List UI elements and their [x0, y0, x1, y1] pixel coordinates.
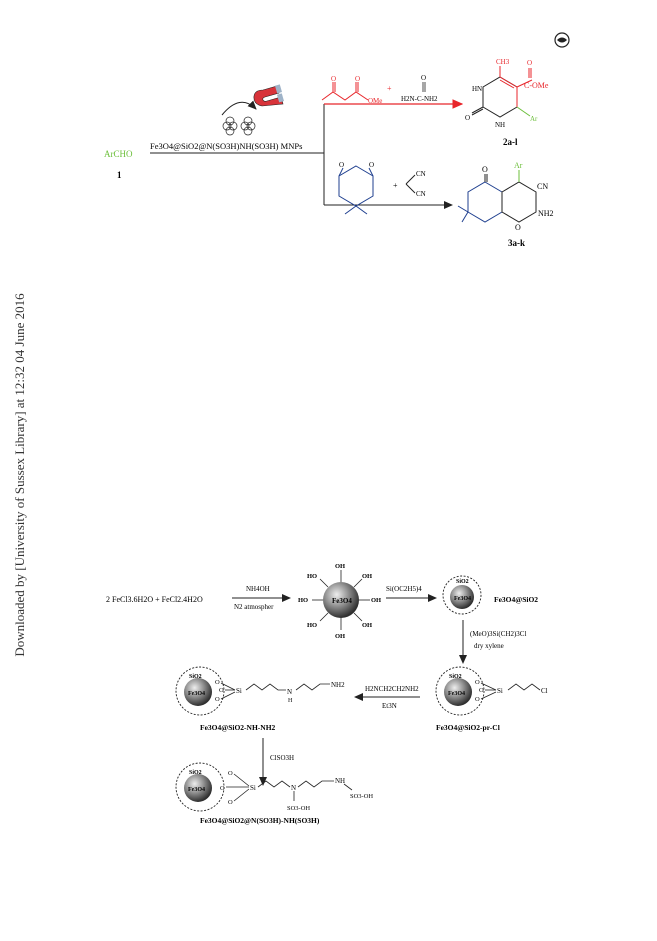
product2-nh: NH: [495, 121, 505, 129]
svg-text:HO: HO: [307, 573, 317, 580]
catalyst-label: Fe3O4@SiO2@N(SO3H)NH(SO3H) MNPs: [150, 141, 302, 151]
fe3o4-sio2-pr-cl-particle: SiO2 Fe3O4 O O O Si Cl: [435, 666, 548, 716]
svg-text:O: O: [228, 770, 233, 777]
final-catalyst-particle: SiO2 Fe3O4 O O O Si N SO3-OH NH SO3-OH: [175, 762, 373, 812]
svg-text:HO: HO: [307, 622, 317, 629]
product3-nh2: NH2: [331, 681, 345, 689]
svg-text:SiO2: SiO2: [456, 579, 469, 585]
product4-so3h-a: SO3-OH: [287, 805, 310, 812]
product3-nh2: NH2: [538, 209, 554, 218]
product3-cn: CN: [537, 182, 548, 191]
product3-n: N: [287, 688, 292, 696]
step1-above: NH4OH: [246, 585, 270, 593]
chromene-product-structure: [457, 170, 537, 223]
product3-o: O: [482, 165, 488, 174]
svg-text:Fe3O4: Fe3O4: [448, 691, 465, 697]
step1-below: N2 atmospher: [234, 603, 274, 611]
magnet-icon: [253, 84, 284, 107]
dimedone-o1: O: [339, 161, 344, 169]
start-reagents: 2 FeCl3.6H2O + FeCl2.4H2O: [106, 595, 203, 604]
product2-label: Fe3O4@SiO2-pr-Cl: [436, 723, 500, 732]
svg-text:OH: OH: [362, 573, 372, 580]
svg-text:HO: HO: [298, 597, 308, 604]
product2-label: 2a-l: [503, 137, 518, 147]
product4-label: Fe3O4@SiO2@N(SO3H)-NH(SO3H): [200, 816, 320, 825]
svg-text:O: O: [220, 785, 225, 792]
svg-text:Fe3O4: Fe3O4: [454, 596, 471, 602]
svg-text:O: O: [331, 75, 336, 83]
svg-text:O: O: [475, 696, 480, 703]
dimedone-structure: [338, 165, 374, 215]
core-label: Fe3O4: [332, 597, 352, 605]
svg-text:Si: Si: [497, 687, 503, 695]
malononitrile-cn1: CN: [416, 170, 426, 178]
magnet-curved-arrow: [221, 100, 257, 116]
step2-above: Si(OC2H5)4: [386, 585, 422, 593]
product1-label: Fe3O4@SiO2: [494, 595, 538, 604]
svg-text:SiO2: SiO2: [189, 674, 202, 680]
fe3o4-hydroxyl-particle: Fe3O4 OH OH HO OH HO OH HO OH: [298, 563, 381, 640]
bottom-plus: +: [393, 181, 398, 190]
fe3o4-sio2-particle: SiO2 Fe3O4: [442, 575, 482, 615]
step4-below: Et3N: [382, 702, 397, 710]
product3-h: H: [288, 698, 293, 704]
product4-nh: NH: [335, 777, 345, 785]
svg-text:Fe3O4: Fe3O4: [188, 787, 205, 793]
product4-n: N: [291, 784, 296, 792]
svg-text:OH: OH: [335, 563, 345, 570]
svg-text:SiO2: SiO2: [449, 674, 462, 680]
product2-ch3: CH3: [496, 58, 510, 66]
urea-o: O: [421, 74, 426, 82]
svg-text:OH: OH: [335, 633, 345, 640]
step3-line2: dry xylene: [474, 642, 504, 650]
dimedone-o2: O: [369, 161, 374, 169]
malononitrile-cn2: CN: [416, 190, 426, 198]
svg-text:O: O: [215, 679, 220, 686]
download-watermark: Downloaded by [University of Sussex Libr…: [10, 290, 30, 660]
product3-label: 3a-k: [508, 238, 525, 248]
urea-formula: H2N-C-NH2: [401, 95, 438, 103]
step5-above: ClSO3H: [270, 754, 294, 762]
svg-text:Fe3O4: Fe3O4: [188, 691, 205, 697]
step3-line1: (MeO)3Si(CH2)3Cl: [470, 630, 526, 638]
product2-o: O: [465, 114, 470, 122]
dhpm-product-structure: [471, 66, 533, 118]
product2-ester: C-OMe: [524, 81, 549, 90]
malononitrile-structure: [405, 174, 416, 194]
publisher-logo-icon: [554, 32, 570, 48]
svg-text:O: O: [219, 687, 224, 694]
product3-ring-o: O: [515, 223, 521, 232]
svg-text:Si: Si: [250, 784, 256, 792]
svg-text:O: O: [355, 75, 360, 83]
product4-so3h-b: SO3-OH: [350, 793, 373, 800]
svg-text:O: O: [475, 679, 480, 686]
methyl-acetoacetate-structure: [321, 82, 369, 101]
download-watermark-text: Downloaded by [University of Sussex Libr…: [12, 293, 27, 657]
svg-text:OH: OH: [362, 622, 372, 629]
product2-ar: Ar: [530, 115, 538, 123]
product2-cl: Cl: [541, 687, 548, 695]
product2-ester-o: O: [527, 59, 532, 67]
svg-text:O: O: [215, 696, 220, 703]
svg-text:O: O: [479, 687, 484, 694]
reactant-label: ArCHO: [104, 149, 133, 159]
fe3o4-sio2-nh-nh2-particle: SiO2 Fe3O4 O O O Si N H NH2: [175, 666, 345, 716]
product3-label: Fe3O4@SiO2-NH-NH2: [200, 723, 276, 732]
svg-text:OH: OH: [371, 597, 381, 604]
step4-above: H2NCH2CH2NH2: [365, 685, 419, 693]
ketoester-ome: OMe: [368, 97, 382, 105]
svg-text:SiO2: SiO2: [189, 770, 202, 776]
top-plus: +: [387, 84, 392, 93]
reactant-number: 1: [117, 170, 122, 180]
product2-hn: HN: [472, 85, 482, 93]
product3-ar: Ar: [514, 161, 523, 170]
svg-text:O: O: [228, 799, 233, 806]
nanoparticle-cluster-icon: [222, 116, 256, 136]
svg-text:Si: Si: [236, 687, 242, 695]
